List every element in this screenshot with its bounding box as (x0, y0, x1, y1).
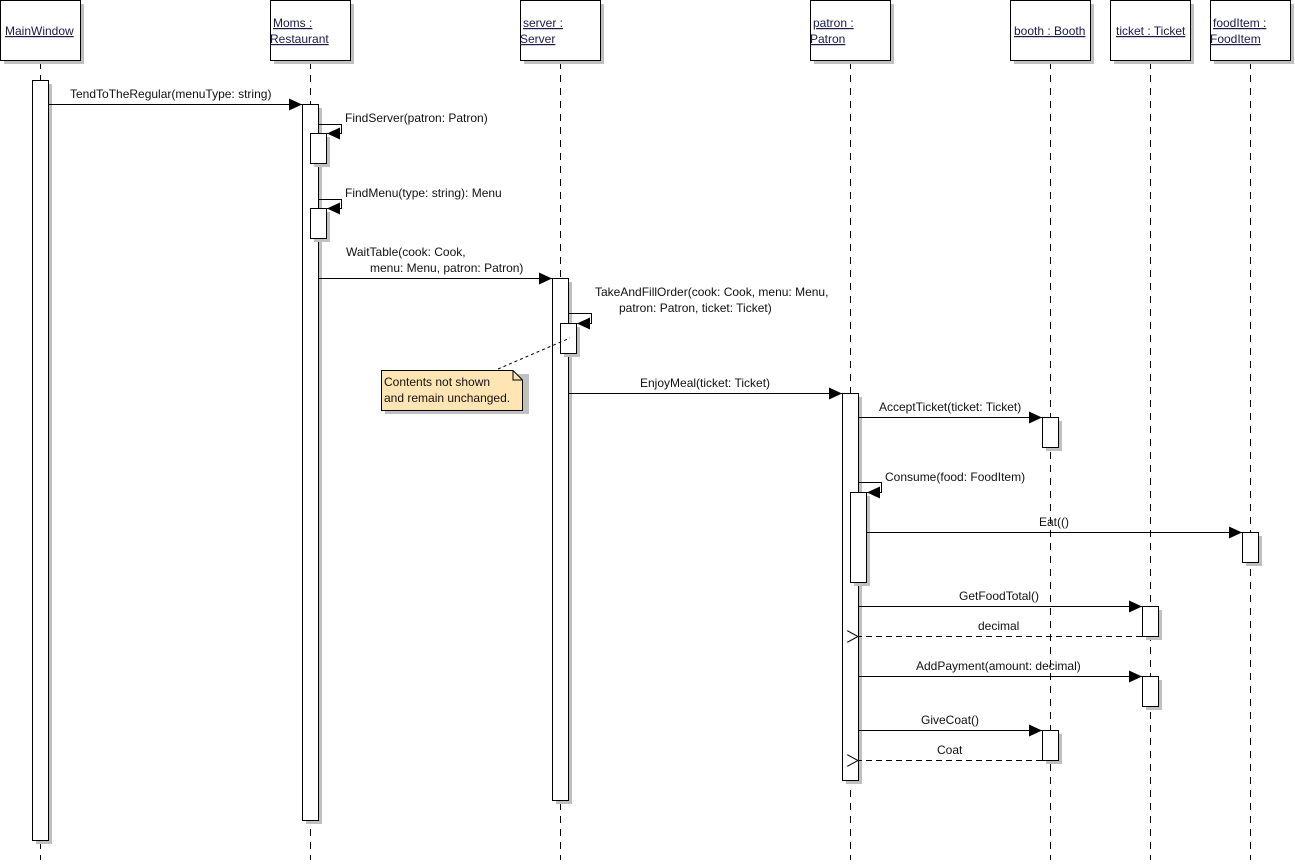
lifeline-header-mainwindow[interactable]: MainWindow (0, 0, 85, 65)
message-label: AcceptTicket(ticket: Ticket) (879, 400, 1021, 414)
message-eat[interactable]: Eat(() (866, 515, 1242, 539)
message-label: patron: Patron, ticket: Ticket) (619, 301, 772, 315)
message-label: GiveCoat() (921, 713, 979, 727)
note-fold (512, 370, 523, 381)
message-return-coat[interactable]: Coat (858, 743, 1042, 761)
activation-ticket-getfoodtotal[interactable] (1142, 606, 1163, 641)
message-label: GetFoodTotal() (959, 589, 1039, 603)
note-text: Contents not shown (384, 375, 490, 389)
message-tendtotheregular[interactable]: TendToTheRegular(menuType: string) (48, 87, 302, 111)
activations (32, 80, 1263, 845)
message-return-decimal[interactable]: decimal (858, 619, 1142, 637)
message-arrow (858, 482, 882, 499)
activation-booth-acceptticket[interactable] (1042, 417, 1063, 452)
message-label: TakeAndFillOrder(cook: Cook, menu: Menu, (595, 285, 828, 299)
note[interactable]: Contents not shown and remain unchanged. (381, 337, 571, 414)
message-givecoat[interactable]: GiveCoat() (858, 713, 1042, 737)
message-label: decimal (978, 619, 1019, 633)
lifeline-label: Patron (810, 32, 845, 46)
lifeline-header-server[interactable]: server : Server (520, 0, 604, 65)
activation-fooditem-eat[interactable] (1242, 532, 1263, 567)
lifelines (40, 62, 1251, 860)
lifeline-label: Server (520, 32, 555, 46)
messages: TendToTheRegular(menuType: string) FindS… (48, 87, 1242, 761)
lifeline-label: Moms : (273, 16, 312, 30)
message-getfoodtotal[interactable]: GetFoodTotal() (858, 589, 1142, 613)
message-label: FindServer(patron: Patron) (345, 111, 488, 125)
message-label: TendToTheRegular(menuType: string) (70, 87, 271, 101)
message-label: Eat(() (1039, 515, 1069, 529)
message-label: EnjoyMeal(ticket: Ticket) (640, 376, 770, 390)
message-findserver[interactable]: FindServer(patron: Patron) (318, 111, 488, 140)
message-arrow (318, 124, 342, 140)
activation-ticket-addpayment[interactable] (1142, 676, 1163, 711)
lifeline-label: server : (523, 16, 563, 30)
lifeline-header-moms[interactable]: Moms : Restaurant (270, 0, 354, 65)
lifeline-header-booth[interactable]: booth : Booth (1010, 0, 1095, 65)
message-label: FindMenu(type: string): Menu (345, 186, 502, 200)
message-label: AddPayment(amount: decimal) (916, 659, 1081, 673)
message-label: menu: Menu, patron: Patron) (370, 261, 523, 275)
activation-moms-findserver[interactable] (310, 133, 331, 168)
lifeline-header-patron[interactable]: patron : Patron (810, 0, 894, 65)
lifeline-headers: MainWindow Moms : Restaurant server : Se… (0, 0, 1294, 65)
lifeline-header-ticket[interactable]: ticket : Ticket (1110, 0, 1195, 65)
note-body (381, 370, 523, 411)
activation-moms-findmenu[interactable] (310, 208, 331, 243)
activation-patron[interactable] (842, 393, 863, 785)
message-enjoymeal[interactable]: EnjoyMeal(ticket: Ticket) (568, 376, 842, 400)
lifeline-header-fooditem[interactable]: foodItem : FoodItem (1210, 0, 1294, 65)
message-label: WaitTable(cook: Cook, (346, 245, 466, 259)
lifeline-label: Restaurant (270, 32, 329, 46)
message-label: Coat (937, 743, 963, 757)
message-arrow (318, 199, 342, 215)
lifeline-label: FoodItem (1210, 32, 1261, 46)
lifeline-label: ticket : Ticket (1116, 24, 1186, 38)
lifeline-label: foodItem : (1213, 16, 1266, 30)
activation-mainwindow[interactable] (32, 80, 53, 845)
note-text: and remain unchanged. (384, 391, 510, 405)
message-takeandfillorder[interactable]: TakeAndFillOrder(cook: Cook, menu: Menu,… (568, 285, 829, 330)
activation-patron-consume[interactable] (850, 492, 871, 587)
lifeline-label: MainWindow (5, 24, 74, 38)
message-arrow (568, 313, 592, 330)
message-acceptticket[interactable]: AcceptTicket(ticket: Ticket) (858, 400, 1042, 424)
lifeline-label: booth : Booth (1014, 24, 1085, 38)
message-consume[interactable]: Consume(food: FoodItem) (858, 470, 1026, 499)
message-label: Consume(food: FoodItem) (885, 470, 1025, 484)
activation-moms[interactable] (302, 104, 323, 825)
activation-server[interactable] (552, 278, 573, 805)
activation-server-takeandfillorder[interactable] (560, 323, 581, 358)
message-findmenu[interactable]: FindMenu(type: string): Menu (318, 186, 502, 215)
message-waittable[interactable]: WaitTable(cook: Cook, menu: Menu, patron… (318, 245, 552, 285)
lifeline-label: patron : (813, 16, 854, 30)
note-anchor-line (497, 337, 571, 370)
message-addpayment[interactable]: AddPayment(amount: decimal) (858, 659, 1142, 683)
activation-booth-givecoat[interactable] (1042, 730, 1063, 765)
